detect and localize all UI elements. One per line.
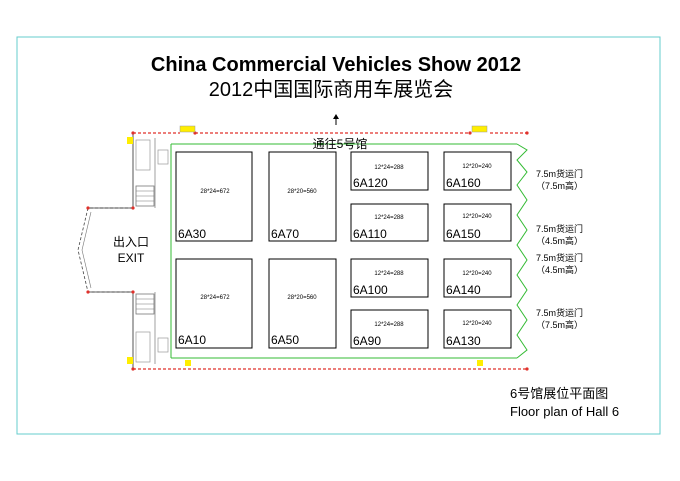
booth-6A90-size: 12*24=288 [374,322,404,328]
exit-label-chinese: 出入口 [113,235,149,249]
booth-6A130-outline [443,309,512,349]
booth-6A90-outline [350,309,429,349]
freight-door-3-label: 7.5m货运门 [536,252,583,263]
freight-door-2: 7.5m货运门 （4.5m高） [536,223,583,246]
booth-6A160-size: 12*20=240 [462,164,492,170]
booth-6A110-label: 6A110 [353,227,387,241]
booth-6A70-outline [268,151,337,242]
booth-6A100-outline [350,258,429,298]
booth-6A120-size: 12*24=288 [374,165,404,171]
booth-6A120-label: 6A120 [353,176,388,190]
booth-6A140: 12*20=240 6A140 [443,258,512,298]
booth-6A90: 12*24=288 6A90 [350,309,429,349]
booth-6A50: 28*20=560 6A50 [268,258,337,349]
booth-6A100-size: 12*24=288 [374,271,404,277]
booth-6A50-size: 28*20=560 [287,295,317,301]
hall-walls [77,131,529,371]
booth-6A150-size: 12*20=240 [462,214,492,220]
booth-6A100-label: 6A100 [353,283,388,297]
page-border [16,36,661,435]
booth-6A30-outline [175,151,253,242]
booth-6A110-outline [350,203,429,242]
plan-caption-english: Floor plan of Hall 6 [510,404,619,419]
booth-6A10-size: 28*24=672 [200,295,230,301]
plan-caption-chinese: 6号馆展位平面图 [510,386,608,401]
booth-6A140-outline [443,258,512,298]
booth-6A10: 28*24=672 6A10 [175,258,253,349]
booth-6A50-label: 6A50 [271,333,299,347]
booth-6A160-label: 6A160 [446,176,481,190]
passage-label: 通往5号馆 [313,136,368,151]
booth-6A30-label: 6A30 [178,227,206,241]
yellow-markers [127,125,488,366]
freight-door-3-height: （4.5m高） [536,264,583,275]
title-chinese: 2012中国国际商用车展览会 [209,78,454,101]
freight-door-4: 7.5m货运门 （7.5m高） [536,307,583,330]
freight-door-4-label: 7.5m货运门 [536,307,583,318]
booth-6A140-size: 12*20=240 [462,271,492,277]
booth-6A70-label: 6A70 [271,227,299,241]
booth-6A110-size: 12*24=288 [374,215,404,221]
booth-6A70: 28*20=560 6A70 [268,151,337,242]
exit-label-english: EXIT [118,251,145,265]
booth-6A150-label: 6A150 [446,227,481,241]
freight-door-1: 7.5m货运门 （7.5m高） [536,168,583,191]
freight-door-2-height: （4.5m高） [536,235,583,246]
booth-6A110: 12*24=288 6A110 [350,203,429,242]
freight-door-1-height: （7.5m高） [536,180,583,191]
booth-6A100: 12*24=288 6A100 [350,258,429,298]
booth-6A140-label: 6A140 [446,283,481,297]
freight-door-3: 7.5m货运门 （4.5m高） [536,252,583,275]
booth-6A160: 12*20=240 6A160 [443,151,512,191]
booth-6A70-size: 28*20=560 [287,189,317,195]
booth-6A120-outline [350,151,429,191]
booth-6A150: 12*20=240 6A150 [443,203,512,242]
booth-6A50-outline [268,258,337,349]
booth-6A10-label: 6A10 [178,333,206,347]
freight-door-1-label: 7.5m货运门 [536,168,583,179]
booth-6A10-outline [175,258,253,349]
booth-6A130: 12*20=240 6A130 [443,309,512,349]
booth-6A160-outline [443,151,512,191]
booth-6A120: 12*24=288 6A120 [350,151,429,191]
booth-6A150-outline [443,203,512,242]
booth-6A90-label: 6A90 [353,334,381,348]
title-english: China Commercial Vehicles Show 2012 [151,54,521,76]
freight-door-2-label: 7.5m货运门 [536,223,583,234]
booth-6A130-label: 6A130 [446,334,481,348]
passage-arrow [333,114,339,125]
freight-door-4-height: （7.5m高） [536,319,583,330]
booth-6A30: 28*24=672 6A30 [175,151,253,242]
booth-6A130-size: 12*20=240 [462,321,492,327]
booth-6A30-size: 28*24=672 [200,189,230,195]
